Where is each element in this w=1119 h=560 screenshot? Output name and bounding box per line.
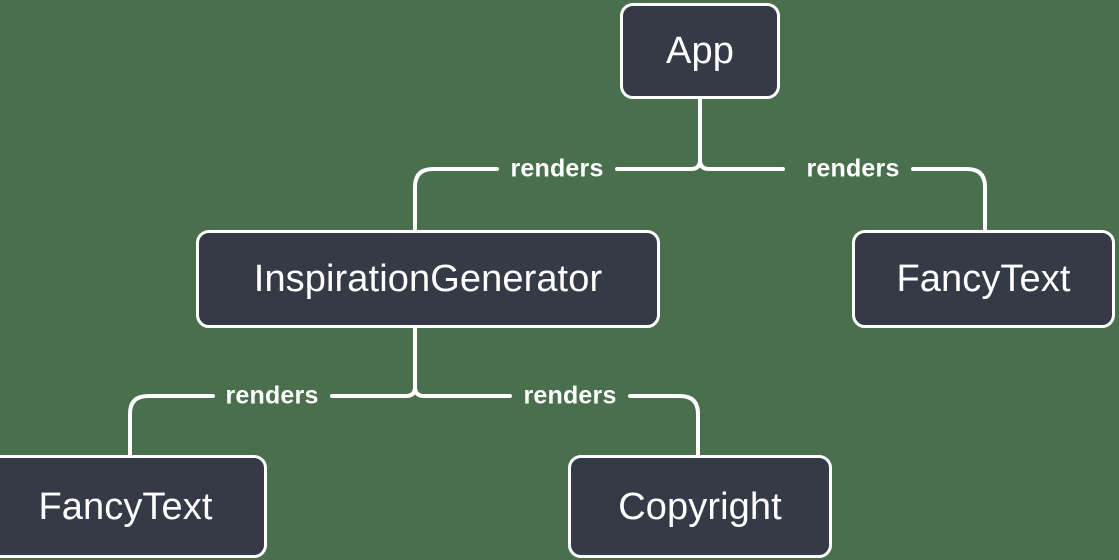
edge-app-to-inspiration-left-in — [615, 158, 702, 171]
edge-inspiration-to-fancytext-in — [330, 385, 417, 398]
edge-label-inspiration-to-fancytext-bottom: renders — [225, 381, 319, 410]
node-app[interactable]: App — [620, 3, 780, 99]
node-copyright-label: Copyright — [618, 485, 782, 528]
node-fancytext-bottom[interactable]: FancyText — [0, 455, 267, 558]
edge-label-app-to-fancytext-right: renders — [806, 154, 900, 183]
node-inspiration-generator-label: InspirationGenerator — [253, 258, 603, 300]
node-fancytext-right-label: FancyText — [896, 258, 1071, 300]
node-inspiration-generator[interactable]: InspirationGenerator — [196, 230, 660, 328]
node-fancytext-right[interactable]: FancyText — [852, 230, 1115, 328]
edge-app-to-fancytext-right-out — [911, 167, 987, 232]
node-app-label: App — [666, 30, 734, 72]
edge-inspiration-to-copyright-in — [413, 385, 512, 398]
edge-app-to-fancytext-right-in — [698, 158, 785, 171]
edge-inspiration-to-fancytext-out — [128, 394, 215, 457]
edge-app-to-inspiration-left-out — [413, 167, 499, 232]
node-fancytext-bottom-label: FancyText — [38, 485, 213, 528]
edge-inspiration-to-copyright-out — [628, 394, 700, 457]
edge-label-inspiration-to-copyright: renders — [523, 381, 617, 410]
node-copyright[interactable]: Copyright — [568, 455, 832, 558]
edge-label-app-to-inspiration-generator: renders — [510, 154, 604, 183]
